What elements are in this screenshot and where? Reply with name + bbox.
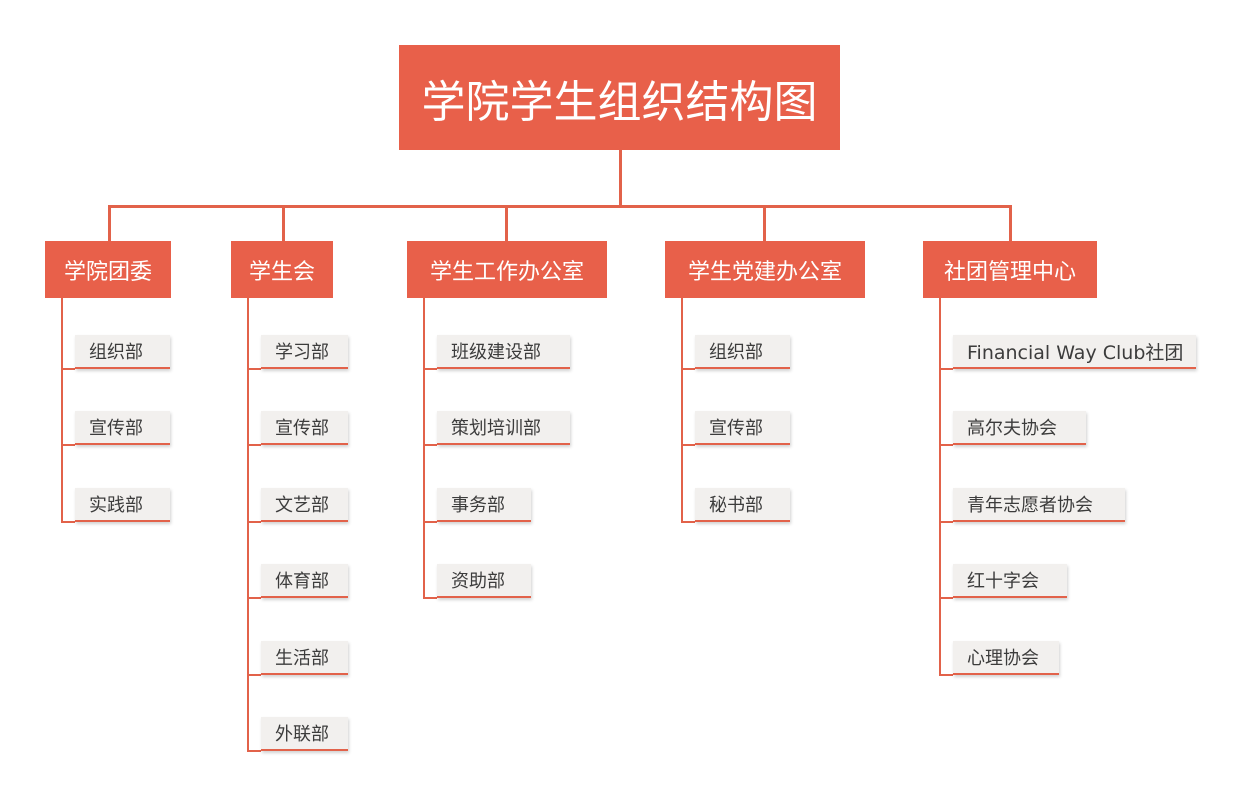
item-tick (247, 521, 261, 523)
column-line-1 (61, 298, 63, 522)
sub-item-external-relations: 外联部 (261, 717, 348, 751)
item-tick (423, 597, 437, 599)
horizontal-connector (108, 205, 1012, 208)
sub-item-organization: 组织部 (695, 335, 790, 369)
dept-box-party-building-office: 学生党建办公室 (665, 241, 865, 298)
dept-connector-3 (505, 205, 508, 242)
sub-item-financial-way-club: Financial Way Club社团 (953, 335, 1196, 369)
column-line-2 (247, 298, 249, 752)
dept-box-student-affairs-office: 学生工作办公室 (407, 241, 607, 298)
item-tick (247, 368, 261, 370)
sub-item-red-cross: 红十字会 (953, 564, 1067, 598)
sub-item-study: 学习部 (261, 335, 348, 369)
item-tick (423, 521, 437, 523)
item-tick (681, 521, 695, 523)
dept-box-youth-league: 学院团委 (45, 241, 171, 298)
item-tick (423, 368, 437, 370)
sub-item-golf-association: 高尔夫协会 (953, 411, 1086, 445)
dept-connector-1 (108, 205, 111, 242)
item-tick (247, 674, 261, 676)
sub-item-publicity: 宣传部 (261, 411, 348, 445)
sub-item-secretariat: 秘书部 (695, 488, 790, 522)
sub-item-publicity: 宣传部 (75, 411, 170, 445)
sub-item-financial-aid: 资助部 (437, 564, 531, 598)
item-tick (61, 521, 75, 523)
sub-item-youth-volunteers: 青年志愿者协会 (953, 488, 1125, 522)
sub-item-arts: 文艺部 (261, 488, 348, 522)
item-tick (681, 444, 695, 446)
item-tick (247, 750, 261, 752)
dept-box-student-union: 学生会 (231, 241, 333, 298)
item-tick (939, 521, 953, 523)
item-tick (423, 444, 437, 446)
sub-item-practice: 实践部 (75, 488, 170, 522)
dept-box-club-management: 社团管理中心 (923, 241, 1097, 298)
sub-item-sports: 体育部 (261, 564, 348, 598)
item-tick (247, 597, 261, 599)
item-tick (681, 368, 695, 370)
sub-item-affairs: 事务部 (437, 488, 531, 522)
dept-connector-2 (282, 205, 285, 242)
sub-item-psychology-association: 心理协会 (953, 641, 1059, 675)
column-line-3 (423, 298, 425, 599)
sub-item-life: 生活部 (261, 641, 348, 675)
sub-item-organization: 组织部 (75, 335, 170, 369)
sub-item-class-building: 班级建设部 (437, 335, 570, 369)
sub-item-planning-training: 策划培训部 (437, 411, 570, 445)
item-tick (939, 444, 953, 446)
column-line-4 (681, 298, 683, 522)
item-tick (939, 368, 953, 370)
item-tick (61, 444, 75, 446)
item-tick (247, 444, 261, 446)
dept-connector-4 (763, 205, 766, 242)
column-line-5 (939, 298, 941, 676)
sub-item-publicity: 宣传部 (695, 411, 790, 445)
chart-title: 学院学生组织结构图 (399, 45, 840, 150)
title-connector (619, 149, 622, 207)
dept-connector-5 (1009, 205, 1012, 242)
item-tick (939, 597, 953, 599)
item-tick (939, 674, 953, 676)
item-tick (61, 368, 75, 370)
